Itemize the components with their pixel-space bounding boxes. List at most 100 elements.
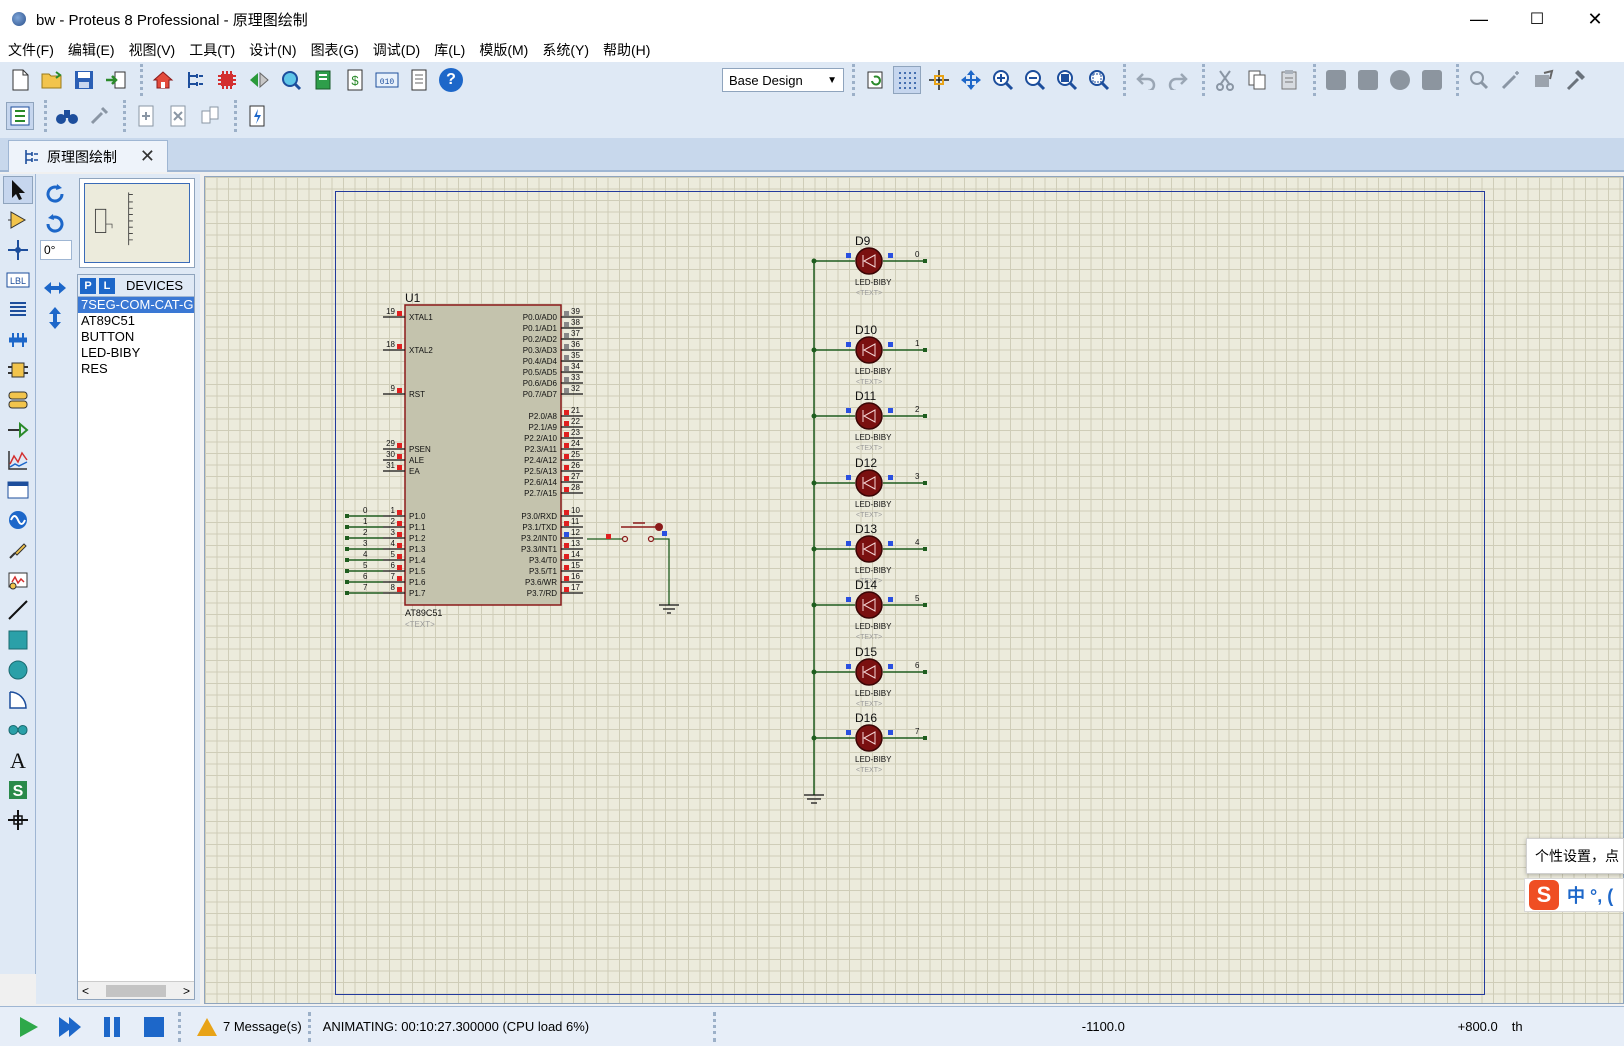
rotation-angle-input[interactable]: 0° [40,240,72,260]
mcu-u1[interactable]: U1 AT89C51 <TEXT> 19XTAL118XTAL29RST29PS… [345,291,583,629]
3d-viewer-button[interactable] [245,66,273,94]
gerber-viewer-button[interactable] [277,66,305,94]
device-item[interactable]: 7SEG-COM-CAT-G [78,297,194,313]
bus-mode-button[interactable] [3,326,33,354]
cut-button[interactable] [1211,66,1239,94]
marker-mode-button[interactable] [3,806,33,834]
pause-button[interactable] [94,1012,130,1042]
device-item[interactable]: RES [81,361,108,376]
pan-button[interactable] [957,66,985,94]
new-file-button[interactable] [6,66,34,94]
copy-button[interactable] [1243,66,1271,94]
open-file-button[interactable] [38,66,66,94]
remove-sheet-button[interactable] [164,102,192,130]
junction-dot-mode-button[interactable] [3,236,33,264]
import-button[interactable] [102,66,130,94]
pick-devices-button[interactable]: P [80,277,96,294]
device-item[interactable]: BUTTON [81,329,135,344]
tab-schematic-capture[interactable]: 原理图绘制 ✕ [8,140,168,172]
new-sheet-button[interactable] [132,102,160,130]
selection-mode-button[interactable] [3,176,33,204]
scroll-right-arrow[interactable]: > [182,983,190,998]
minimize-button[interactable]: — [1470,8,1488,29]
library-manager-button[interactable]: L [99,277,115,294]
pick-device-button[interactable] [1465,66,1493,94]
component-mode-button[interactable] [3,206,33,234]
arc-mode-button[interactable] [3,686,33,714]
undo-button[interactable] [1132,66,1160,94]
terminals-mode-button[interactable] [3,386,33,414]
device-pins-mode-button[interactable] [3,416,33,444]
menu-help[interactable]: 帮助(H) [603,42,651,58]
menu-debug[interactable]: 调试(D) [372,42,421,58]
ime-mode-indicator[interactable]: 中 °, ( [1567,886,1614,906]
devices-horizontal-scrollbar[interactable]: < > [78,981,194,999]
path-mode-button[interactable] [3,716,33,744]
play-button[interactable] [10,1012,46,1042]
wire-label-mode-button[interactable]: LBL [3,266,33,294]
ime-status-bar[interactable]: S 中 °, ( [1524,878,1624,912]
zoom-to-area-button[interactable] [1085,66,1113,94]
pcb-layout-button[interactable] [213,66,241,94]
decompose-button[interactable] [1561,66,1589,94]
block-move-button[interactable] [1354,66,1382,94]
zoom-to-sheet-button[interactable] [1053,66,1081,94]
search-tag-button[interactable] [53,102,81,130]
toggle-grid-button[interactable] [893,66,921,94]
property-tool-button[interactable] [85,102,113,130]
messages-count[interactable]: 7 Message(s) [223,1019,302,1034]
generator-mode-button[interactable] [3,506,33,534]
bill-of-materials-button[interactable]: $ [341,66,369,94]
menu-design[interactable]: 设计(N) [249,42,297,58]
device-item[interactable]: LED-BIBY [81,345,141,360]
scroll-left-arrow[interactable]: < [82,983,90,998]
source-code-button[interactable]: 010 [373,66,401,94]
graph-mode-button[interactable] [3,446,33,474]
maximize-button[interactable]: ☐ [1529,11,1545,28]
schematic-drawing[interactable]: U1 AT89C51 <TEXT> 19XTAL118XTAL29RST29PS… [205,177,1624,1004]
make-device-button[interactable] [1497,66,1525,94]
virtual-instruments-mode-button[interactable] [3,566,33,594]
step-button[interactable] [52,1012,88,1042]
menu-edit[interactable]: 编辑(E) [67,42,115,58]
menu-template[interactable]: 模版(M) [479,42,529,58]
mirror-horizontal-button[interactable] [40,274,70,302]
redo-button[interactable] [1164,66,1192,94]
push-button[interactable] [587,522,679,614]
menu-view[interactable]: 视图(V) [128,42,176,58]
device-item[interactable]: AT89C51 [81,313,135,328]
save-button[interactable] [70,66,98,94]
exit-to-parent-button[interactable] [196,102,224,130]
subcircuit-mode-button[interactable] [3,356,33,384]
line-mode-button[interactable] [3,596,33,624]
zoom-out-button[interactable] [1021,66,1049,94]
text-script-mode-button[interactable] [3,296,33,324]
mirror-vertical-button[interactable] [40,304,70,332]
symbol-mode-button[interactable]: S [3,776,33,804]
false-origin-button[interactable] [925,66,953,94]
home-page-button[interactable] [149,66,177,94]
design-explorer-button[interactable] [309,66,337,94]
probe-mode-button[interactable] [3,536,33,564]
menu-graph[interactable]: 图表(G) [310,42,359,58]
overview-window[interactable] [79,178,195,268]
sogou-logo-icon[interactable]: S [1529,880,1559,910]
rotate-clockwise-button[interactable] [40,180,70,208]
menu-tools[interactable]: 工具(T) [189,42,236,58]
close-window-button[interactable]: ✕ [1587,8,1603,29]
stop-button[interactable] [136,1012,172,1042]
schematic-capture-button[interactable] [181,66,209,94]
block-delete-button[interactable] [1418,66,1446,94]
menu-file[interactable]: 文件(F) [8,42,54,58]
design-variant-select[interactable]: Base Design ▼ [722,68,844,92]
zoom-in-button[interactable] [989,66,1017,94]
electrical-rule-check-button[interactable] [243,102,271,130]
